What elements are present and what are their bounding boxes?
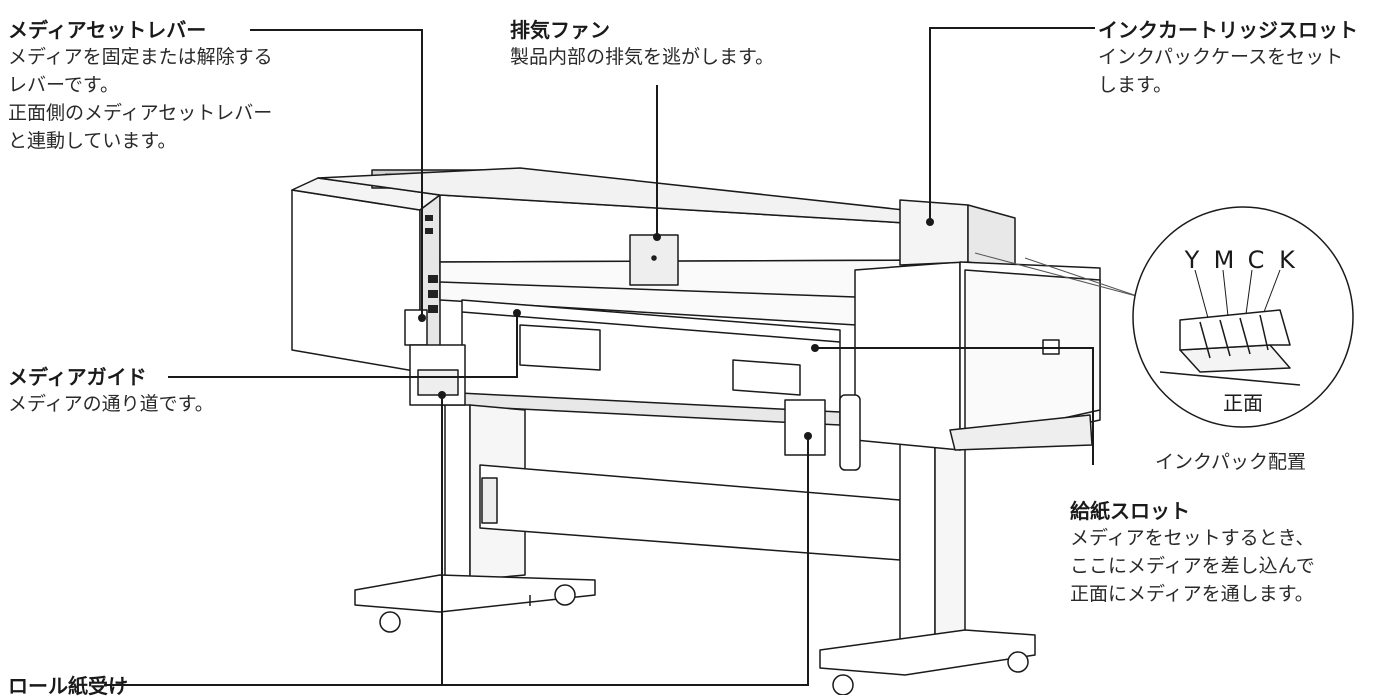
ink-inset-front-label: 正面 — [1223, 391, 1263, 415]
exhaust-fan-desc: 製品内部の排気を逃がします。 — [510, 46, 775, 68]
roll-holder-title: ロール紙受け — [8, 674, 128, 698]
roll-holder-right — [784, 394, 861, 471]
ink-color-y: Y — [1184, 246, 1200, 274]
media-guide-title: メディアガイド — [8, 365, 147, 389]
ink-cartridge-slot-desc-1: インクパックケースをセット — [1098, 46, 1344, 68]
callout-exhaust-fan: 排気ファン 製品内部の排気を逃がします。 — [510, 17, 774, 71]
ink-inset-caption: インクパック配置 — [1155, 451, 1307, 473]
media-set-lever-title: メディアセットレバー — [8, 18, 207, 42]
leader-roll-holder — [104, 395, 443, 686]
callout-ink-cartridge-slot: インクカートリッジスロット インクパックケースをセット します。 — [1098, 17, 1358, 99]
media-set-lever-desc-1: メディアを固定または解除する — [8, 46, 273, 68]
main-beam — [317, 167, 951, 331]
leader-media-guide — [168, 313, 518, 378]
callout-media-guide: メディアガイド メディアの通り道です。 — [8, 364, 214, 418]
leader-media-set-lever — [250, 29, 423, 318]
callout-paper-feed-slot: 給紙スロット メディアをセットするとき、 ここにメディアを差し込んで 正面にメデ… — [1070, 498, 1315, 608]
exhaust-fan-title: 排気ファン — [510, 18, 610, 42]
paper-feed-slot-desc-3: 正面にメディアを通します。 — [1070, 583, 1314, 605]
media-guide-panel — [461, 299, 841, 421]
media-set-lever-desc-2: レバーです。 — [8, 74, 119, 96]
callout-media-set-lever: メディアセットレバー メディアを固定または解除する レバーです。 正面側のメディ… — [8, 17, 273, 155]
media-set-lever-desc-4: と連動しています。 — [8, 130, 177, 152]
callout-roll-holder: ロール紙受け — [8, 673, 128, 699]
ink-color-k: K — [1279, 246, 1296, 274]
paper-feed-slot-title: 給紙スロット — [1070, 499, 1190, 523]
leader-paper-feed-slot — [815, 347, 1094, 465]
leader-ink-cartridge-slot — [929, 27, 1095, 222]
ink-color-m: M — [1214, 246, 1235, 274]
ink-color-c: C — [1248, 246, 1265, 274]
ink-inset-circle: Y M C K 正面 — [1132, 206, 1354, 428]
ink-cartridge-slot-title: インクカートリッジスロット — [1098, 18, 1358, 42]
paper-feed-slot-desc-1: メディアをセットするとき、 — [1070, 527, 1315, 549]
right-stand — [819, 419, 1036, 695]
media-set-lever-desc-3: 正面側のメディアセットレバー — [8, 102, 273, 124]
ink-cartridge-box — [854, 199, 1101, 451]
cross-beam — [479, 464, 901, 561]
media-set-lever-left — [404, 309, 466, 406]
ink-cartridge-slot-desc-2: します。 — [1098, 74, 1173, 96]
exhaust-fan — [629, 234, 679, 286]
paper-feed-slot-desc-2: ここにメディアを差し込んで — [1070, 555, 1315, 577]
media-guide-desc: メディアの通り道です。 — [8, 393, 214, 415]
